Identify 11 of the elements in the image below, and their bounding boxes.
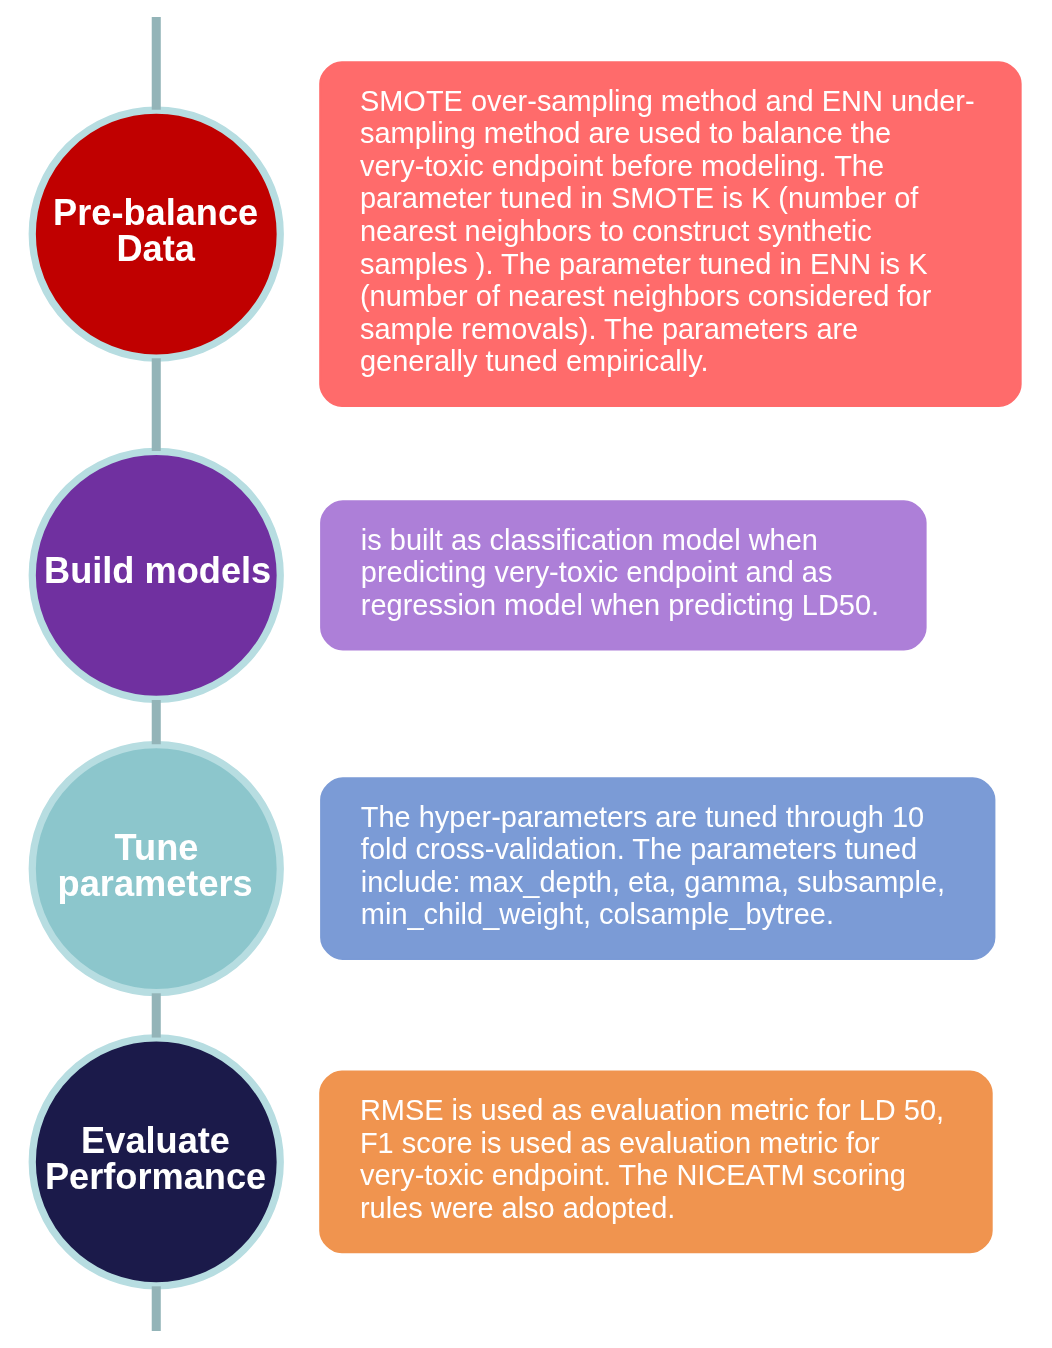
connector [151, 16, 161, 110]
node-box: is built as classification model when predicting very-toxic endpoint and as regression model when predicting LD50. [319, 500, 927, 651]
node-box: The hyper-parameters are tuned through 10 fold cross-validation. The parameters tuned include: max_depth, eta, gamma, subsample, min_child_weight, colsample_bytree. [319, 777, 995, 961]
node-box: RMSE is used as evaluation metric for LD 50, F1 score is used as evaluation metric for very-toxic endpoint. The NICEATM scoring rules were also adopted. [318, 1070, 993, 1254]
connector [151, 358, 161, 451]
node-circle: Pre-balance Data [28, 106, 284, 362]
connector [151, 1286, 161, 1331]
node-circle: Tune parameters [28, 741, 284, 997]
node-circle: Build models [28, 447, 284, 703]
node-circle: Evaluate Performance [28, 1034, 284, 1290]
node-box: SMOTE over-sampling method and ENN under-sampling method are used to balance the very-toxic endpoint before modeling. The parameter tuned in SMOTE is K (number of nearest neighbors to construct synthetic samples ). The parameter tuned in ENN is K (number of nearest neighbors considered for sample removals). The parameters are generally tuned empirically. [318, 61, 1022, 407]
